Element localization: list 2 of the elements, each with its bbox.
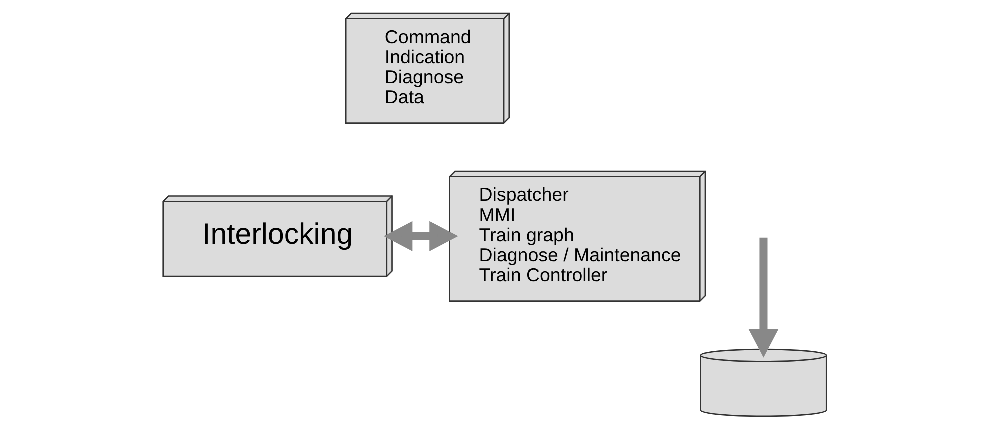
- arrow: [748, 238, 779, 358]
- arrow: [384, 221, 458, 252]
